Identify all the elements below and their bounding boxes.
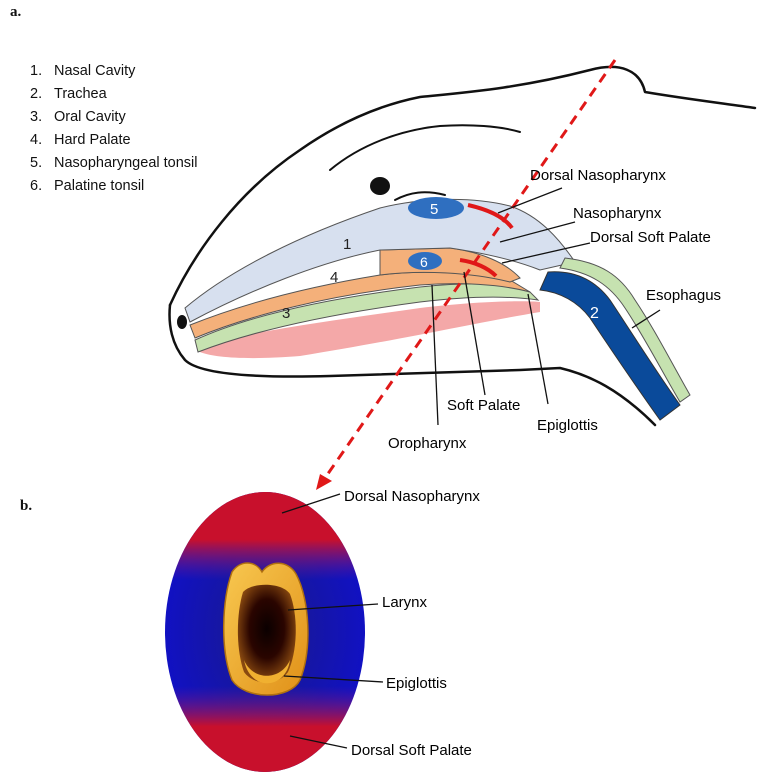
label-nasopharynx: Nasopharynx xyxy=(573,205,662,222)
region-number-1: 1 xyxy=(343,236,351,253)
region-number-4: 4 xyxy=(330,269,338,286)
region-number-6: 6 xyxy=(420,254,428,270)
label-esophagus: Esophagus xyxy=(646,287,721,304)
region-number-3: 3 xyxy=(282,305,290,322)
eye-icon xyxy=(370,177,390,195)
nostril-icon xyxy=(177,315,187,329)
label-dorsal-soft-palate-b: Dorsal Soft Palate xyxy=(351,742,472,759)
label-soft-palate: Soft Palate xyxy=(447,397,520,414)
label-epiglottis-a: Epiglottis xyxy=(537,417,598,434)
endoscopic-view xyxy=(165,490,365,776)
view-arrow-icon xyxy=(316,474,332,490)
label-dorsal-soft-palate-a: Dorsal Soft Palate xyxy=(590,229,711,246)
label-oropharynx: Oropharynx xyxy=(388,435,467,452)
label-larynx: Larynx xyxy=(382,594,428,611)
region-number-5: 5 xyxy=(430,201,438,218)
label-dorsal-nasopharynx-a: Dorsal Nasopharynx xyxy=(530,167,666,184)
label-dorsal-nasopharynx-b: Dorsal Nasopharynx xyxy=(344,488,480,505)
region-number-2: 2 xyxy=(590,305,599,322)
label-epiglottis-b: Epiglottis xyxy=(386,675,447,692)
